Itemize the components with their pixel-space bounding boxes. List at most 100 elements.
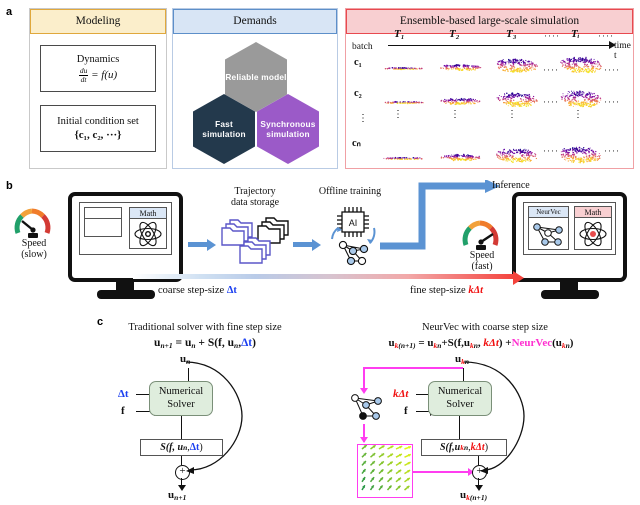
neurvec-line-kdt xyxy=(416,394,432,396)
speed-fast-line1: Speed xyxy=(469,250,495,261)
traditional-line-solver-to-sbox xyxy=(181,416,183,439)
neurvec-numerical-solver: Numerical Solver xyxy=(428,381,492,416)
col1-vdots: ⋮ xyxy=(393,109,403,120)
traditional-line-dt xyxy=(136,394,156,396)
time-col-trailing-dots: ···· xyxy=(598,31,614,41)
atom-icon-right xyxy=(579,221,607,247)
traditional-eq-dt: Δt xyxy=(241,337,253,349)
traditional-output-un1: un+1 xyxy=(168,489,187,502)
arrow-storage-to-training xyxy=(293,238,321,251)
storage-line2: data storage xyxy=(230,197,280,209)
time-col-gap-dots: ···· xyxy=(544,31,560,41)
traditional-skip-connection xyxy=(185,361,243,474)
row-label-cN: cₙ xyxy=(352,138,361,149)
arrow-training-to-inference xyxy=(380,180,500,250)
monitor-right-base xyxy=(541,290,599,299)
monitor-left-base xyxy=(97,290,155,299)
neurvec-magenta-top-line xyxy=(363,367,463,369)
traditional-line-f xyxy=(136,411,156,413)
demands-header: Demands xyxy=(173,9,337,34)
neurvec-line-ukn-to-solver xyxy=(463,368,465,390)
storage-line1: Trajectory xyxy=(234,186,276,197)
row1-trailing-dots: ···· xyxy=(604,65,620,75)
speed-fast-caption: Speed (fast) xyxy=(456,250,508,272)
coarse-stepsize-label: coarse step-size Δt xyxy=(158,285,237,296)
traditional-f-input: f xyxy=(121,405,125,417)
time-col-Ti: Tᵢ xyxy=(571,28,580,40)
speedometer-fast-icon xyxy=(462,220,499,250)
row2-trailing-dots: ···· xyxy=(604,97,620,107)
time-axis-label: time t xyxy=(614,41,631,61)
time-col-T1: T₁ xyxy=(394,28,405,40)
speed-fast-line2: (fast) xyxy=(471,261,493,273)
neurvec-network-icon xyxy=(351,394,382,420)
neurvec-line-f xyxy=(416,411,432,413)
traditional-line-plus-to-output xyxy=(181,478,183,489)
traditional-sum-node: + xyxy=(175,465,190,480)
window-neurvec: NeurVec xyxy=(528,206,569,250)
ai-chip-label: AI xyxy=(349,218,358,228)
fine-stepsize-label: fine step-size kΔt xyxy=(410,285,484,296)
dynamics-numerator: du xyxy=(78,65,89,76)
stepsize-gradient-arrowhead xyxy=(513,271,524,285)
traditional-numerical-solver: Numerical Solver xyxy=(149,381,213,416)
ai-chip-icon: AI xyxy=(331,207,376,266)
neurvec-magenta-down-to-net xyxy=(363,367,365,391)
ensemble-panel: Ensemble-based large-scale simulation ba… xyxy=(345,8,634,169)
row-label-ellipsis: ⋮ xyxy=(358,113,368,124)
neurvec-line-solver-to-sbox xyxy=(459,416,461,439)
initial-condition-set: {c₁, c₂, ···} xyxy=(74,129,122,141)
demands-panel: Demands Reliable model Fast simulation S… xyxy=(172,8,338,169)
speed-slow-line2: (slow) xyxy=(21,249,47,261)
neurvec-arrowhead-output xyxy=(474,485,483,491)
neurvec-magenta-line-to-sum xyxy=(413,471,473,473)
neurvec-output-uk: uk(n+1) xyxy=(460,489,488,502)
speed-slow-line1: Speed xyxy=(21,238,47,249)
batch-label: batch xyxy=(352,42,373,52)
inference-caption: Inference xyxy=(492,180,530,191)
window-neurvec-title: NeurVec xyxy=(529,207,568,218)
modeling-header: Modeling xyxy=(30,9,166,34)
atom-icon-left xyxy=(134,221,162,247)
dynamics-rhs: = f(u) xyxy=(91,68,118,81)
neurvec-f-input: f xyxy=(404,405,408,417)
traditional-line-sbox-to-plus xyxy=(181,456,183,465)
traditional-equation: un+1 = un + S(f, un,Δt) xyxy=(154,337,256,350)
time-col-T2: T₂ xyxy=(449,28,460,40)
hexagon-synchronous-simulation-label: Synchronous simulation xyxy=(260,118,316,139)
hexagon-fast-simulation-label: Fast simulation xyxy=(202,118,246,139)
hexagon-reliable-model-label: Reliable model xyxy=(225,71,287,82)
traditional-solver-line2: Solver xyxy=(167,398,195,410)
neurvec-line-sbox-to-plus xyxy=(478,456,480,465)
window-math-right: Math xyxy=(574,206,612,250)
window-blank xyxy=(84,207,122,237)
speed-slow-caption: Speed (slow) xyxy=(8,238,60,260)
neurvec-kdt-input: kΔt xyxy=(393,388,409,400)
panel-b-label: b xyxy=(6,180,13,192)
neurvec-term: NeurVec xyxy=(511,337,553,349)
window-blank-titlebar xyxy=(85,208,121,219)
rowN-gap-dots: ···· xyxy=(543,146,559,156)
neurvec-skip-connection xyxy=(463,361,525,474)
neurvec-magenta-arrow-to-net xyxy=(359,388,368,394)
arrow-monitor-to-storage xyxy=(188,238,216,251)
window-math-left: Math xyxy=(129,207,167,249)
neurvec-solver-line1: Numerical xyxy=(437,385,483,397)
row-label-c2: c₂ xyxy=(354,88,362,99)
monitor-left-neck xyxy=(116,282,134,292)
neurvec-line-plus-to-output xyxy=(478,478,480,489)
panel-c-label: c xyxy=(97,316,104,328)
neurvec-magenta-down-to-vf xyxy=(363,424,365,442)
col3-vdots: ⋮ xyxy=(507,109,517,120)
monitor-right-neck xyxy=(560,282,578,292)
storage-caption: Trajectory data storage xyxy=(200,186,310,208)
fine-stepsize-value: kΔt xyxy=(468,285,484,296)
col2-vdots: ⋮ xyxy=(450,109,460,120)
speedometer-slow-icon xyxy=(14,208,51,238)
traditional-dt-input: Δt xyxy=(118,388,129,400)
neurvec-magenta-arrow-to-vf xyxy=(359,437,368,443)
attractor-grid xyxy=(383,56,602,164)
